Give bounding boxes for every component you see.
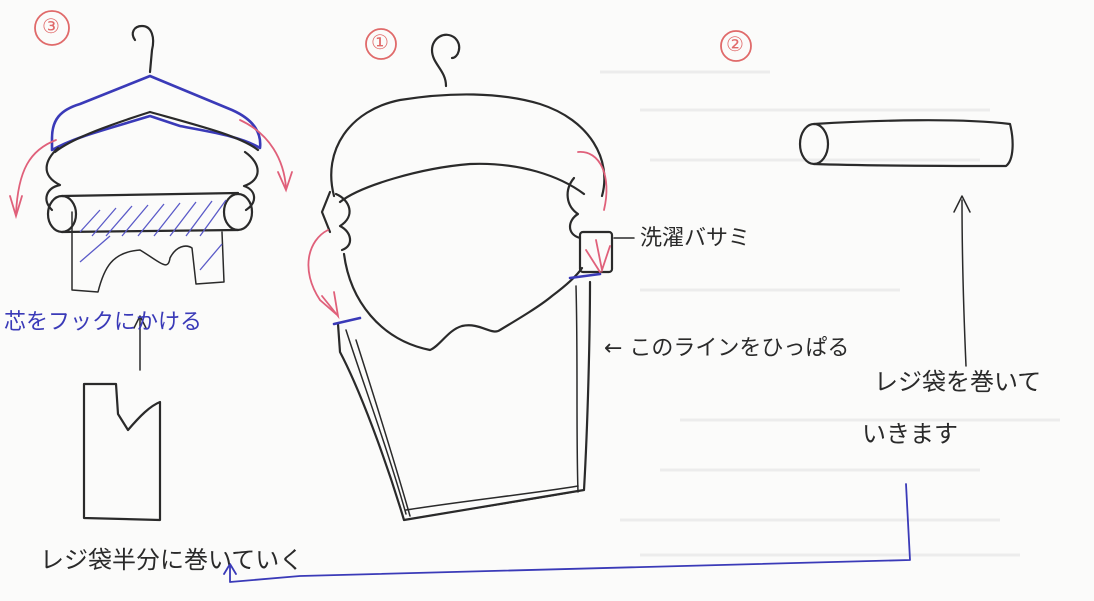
folded-bag-sketch — [82, 382, 162, 522]
hook-core-label: 芯をフックにかける — [4, 310, 203, 335]
step1-hook — [430, 33, 461, 88]
step1-hanger-outline — [330, 93, 606, 198]
step3-number: ③ — [42, 14, 60, 38]
wrap-bag-label-line1: レジ袋を巻いて — [874, 368, 1042, 396]
step1-number: ① — [371, 30, 389, 54]
step1-hanger-drawing — [307, 33, 635, 522]
pull-line-label: ← このラインをひっぱる — [604, 336, 850, 361]
hanger-hook — [131, 24, 155, 74]
step2-number: ② — [726, 32, 744, 56]
step2-core-tube — [798, 119, 1014, 367]
roll-half-label: レジ袋半分に巻いていく — [40, 546, 304, 574]
core-roll — [60, 191, 240, 234]
paper-bleed-through — [600, 70, 1060, 557]
connector-arrow-bottom — [223, 483, 911, 583]
step1-circle — [365, 28, 397, 60]
step2-circle — [720, 30, 752, 62]
step3-hanger-drawing — [9, 24, 293, 371]
step3-circle — [34, 10, 70, 46]
wrap-bag-label-line2: いきます — [862, 420, 958, 448]
clothespin-label: 洗濯バサミ — [640, 226, 751, 251]
step3-bag-shape — [71, 211, 225, 293]
